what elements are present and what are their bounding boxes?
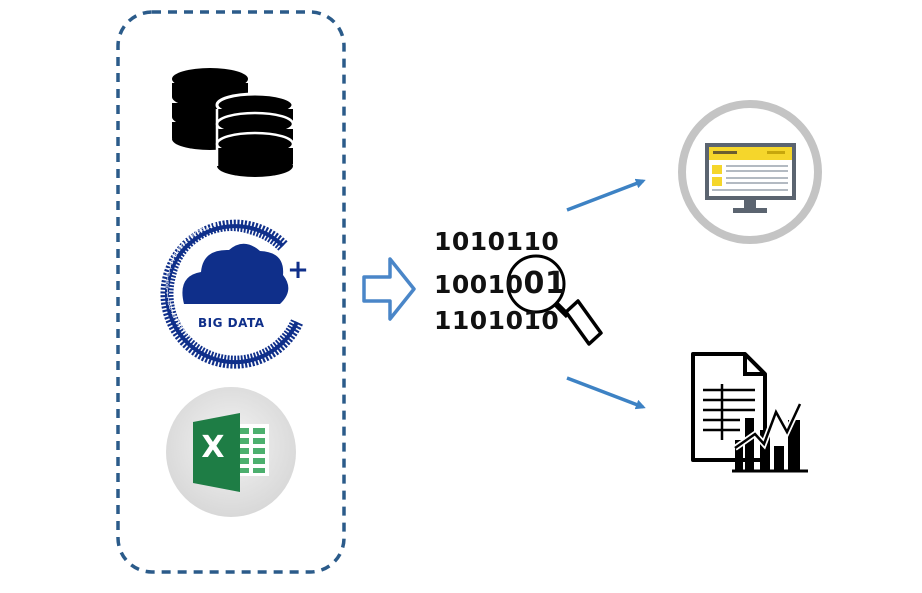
binary-ring-digit: 0 [167, 301, 171, 308]
excel-letter: X [201, 430, 225, 465]
binary-ring-digit: 1 [174, 316, 178, 323]
report-chart-icon [691, 352, 808, 473]
binary-ring-digit: 1 [165, 288, 169, 295]
binary-ring-digit: 0 [165, 280, 169, 287]
binary-ring-digit: 0 [170, 259, 174, 266]
excel-icon [166, 387, 296, 517]
binary-ring-digit: 1 [239, 347, 243, 354]
binary-ring-digit: 0 [214, 346, 218, 353]
big-data-cloud-icon: + [160, 219, 309, 369]
binary-ring-digit: 0 [272, 331, 276, 338]
binary-ring-digit: 0 [184, 329, 188, 336]
binary-ring-digit: 0 [206, 343, 210, 350]
binary-line-1: 1010110 [434, 227, 560, 256]
binary-ring-digit: 1 [170, 309, 174, 316]
binary-ring-digit: 0 [188, 332, 192, 339]
arrow-to-dashboard [566, 178, 646, 212]
binary-ring-digit: 1 [247, 345, 251, 352]
binary-ring-digit: 1 [167, 267, 171, 274]
binary-ring-digit: 0 [198, 339, 202, 346]
magnified-digits: 01 [523, 266, 567, 301]
binary-ring-digit: 1 [262, 338, 266, 345]
web-dashboard-monitor-icon [678, 100, 822, 244]
binary-ring-digit: 0 [201, 226, 205, 233]
binary-ring-digit: 1 [275, 328, 279, 335]
binary-ring-digit: 0 [174, 252, 178, 259]
binary-ring-digit: 1 [184, 238, 188, 245]
binary-ring-digit: 1 [172, 256, 176, 263]
binary-ring-digit: 1 [209, 344, 213, 351]
binary-ring-digit: 1 [234, 347, 238, 354]
binary-line-3: 1101010 [434, 306, 560, 335]
arrow-to-report [566, 376, 646, 410]
binary-ring-digit: 1 [209, 223, 213, 230]
magnifier-icon [506, 254, 603, 346]
binary-ring-digit: 0 [197, 228, 201, 235]
binary-ring-digit: 1 [166, 297, 170, 304]
binary-ring-digit: 0 [165, 284, 169, 291]
binary-line-2-text: 10010 [434, 270, 524, 299]
hollow-right-arrow-icon [362, 257, 416, 321]
binary-ring-digit: 1 [166, 276, 170, 283]
binary-ring-digit: 0 [181, 242, 185, 249]
binary-ring-digit: 1 [266, 336, 270, 343]
binary-ring-digit: 1 [191, 335, 195, 342]
binary-ring-digit: 1 [194, 337, 198, 344]
binary-ring-digit: 1 [176, 320, 180, 327]
binary-ring-digit: 0 [213, 222, 217, 229]
binary-ring: 0100110001011110101000110010110100111001… [165, 222, 282, 355]
binary-ring-digit: 1 [230, 348, 234, 355]
binary-ring-digit: 1 [182, 326, 186, 333]
binary-ring-digit: 1 [168, 263, 172, 270]
binary-ring-digit: 0 [251, 344, 255, 351]
binary-ring-digit: 1 [205, 224, 209, 231]
big-data-label: BIG DATA [198, 316, 265, 330]
binary-ring-digit: 0 [169, 305, 173, 312]
binary-ring-digit: 0 [172, 312, 176, 319]
sources-group-border [116, 10, 346, 574]
binary-ring-digit: 0 [269, 334, 273, 341]
binary-ring-digit: 0 [166, 271, 170, 278]
binary-line-2: 1001001 [434, 266, 566, 301]
database-icon [172, 68, 295, 177]
binary-ring-digit: 1 [166, 292, 170, 299]
binary-ring-digit: 0 [222, 347, 226, 354]
binary-ring-digit: 0 [202, 341, 206, 348]
binary-ring-digit: 1 [193, 230, 197, 237]
binary-ring-digit: 0 [259, 340, 263, 347]
binary-ring-digit: 0 [178, 245, 182, 252]
binary-ring-digit: 0 [278, 325, 282, 332]
binary-ring-digit: 1 [187, 236, 191, 243]
binary-ring-digit: 0 [179, 323, 183, 330]
binary-ring-digit: 1 [176, 248, 180, 255]
binary-ring-digit: 1 [226, 347, 230, 354]
binary-ring-digit: 1 [218, 347, 222, 354]
binary-ring-digit: 0 [190, 233, 194, 240]
binary-ring-digit: 0 [255, 342, 259, 349]
binary-ring-digit: 0 [243, 346, 247, 353]
plus-icon: + [287, 255, 309, 285]
